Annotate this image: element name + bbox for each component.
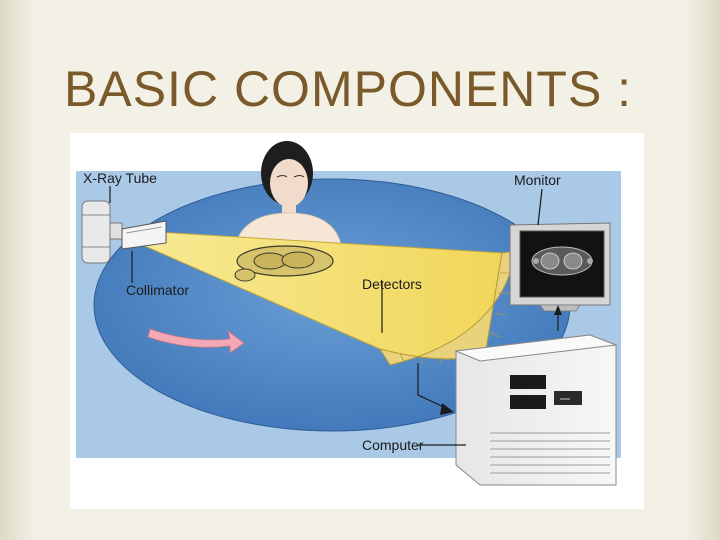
arrow-to-computer [440, 403, 454, 415]
computer-vents [490, 432, 610, 474]
ct-components-figure: X-Ray Tube Collimator Detectors Monitor … [70, 133, 644, 509]
slide-frame-left [0, 0, 36, 540]
slide-title: BASIC COMPONENTS : [64, 61, 633, 117]
arrow-to-monitor [554, 305, 562, 315]
xray-tube [81, 200, 123, 264]
label-collimator: Collimator [126, 282, 189, 298]
leader-lines [109, 186, 559, 446]
collimator [121, 220, 167, 250]
rotation-arrow [147, 328, 245, 354]
computer-tower [454, 334, 617, 486]
label-monitor: Monitor [514, 172, 561, 188]
label-xray-tube: X-Ray Tube [83, 170, 157, 186]
label-detectors: Detectors [362, 276, 422, 292]
label-computer: Computer [362, 437, 424, 453]
slide-frame-right [684, 0, 720, 540]
ct-diagram: X-Ray Tube Collimator Detectors Monitor … [76, 141, 621, 486]
body-slice [234, 245, 334, 282]
monitor [509, 222, 611, 312]
